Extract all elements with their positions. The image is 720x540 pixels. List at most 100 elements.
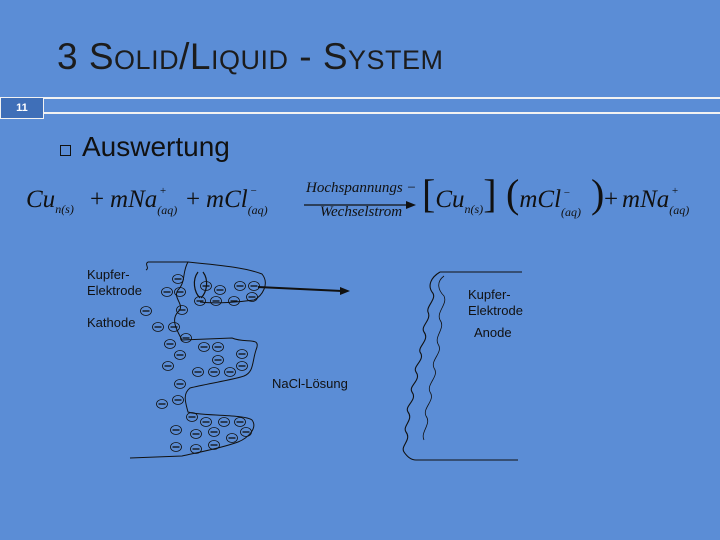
anode-label: Anode [474, 325, 512, 340]
chloride-ion-icon [156, 399, 168, 409]
label-line: Kupfer- [468, 287, 511, 302]
eq-symbol: Na [128, 186, 158, 213]
chloride-ion-icon [180, 333, 192, 343]
chloride-ion-icon [190, 429, 202, 439]
eq-plus: + [604, 186, 619, 213]
chloride-ion-icon [190, 444, 202, 454]
cathode-electrode-label: Kupfer- Elektrode [87, 267, 142, 299]
chloride-ion-icon [172, 395, 184, 405]
eq-superscript: − [249, 185, 258, 197]
chloride-ion-icon [162, 361, 174, 371]
bracket-left [193, 271, 201, 299]
eq-subscript: (aq) [561, 205, 582, 219]
product-sodium: mNa+ (aq) [622, 185, 699, 217]
eq-subscript: (aq) [669, 203, 690, 217]
chloride-ion-icon [212, 342, 224, 352]
chloride-ion-icon [224, 367, 236, 377]
chloride-ion-icon [170, 442, 182, 452]
eq-plus: + [90, 186, 105, 213]
eq-symbol: Na [640, 186, 670, 213]
chloride-ion-icon [200, 417, 212, 427]
chloride-ion-icon [164, 339, 176, 349]
chloride-ion-icon [248, 281, 260, 291]
eq-superscript: − [563, 187, 571, 199]
chloride-ion-icon [140, 306, 152, 316]
anode-electrode-label: Kupfer- Elektrode [468, 287, 523, 319]
chloride-ion-icon [208, 367, 220, 377]
chloride-ion-icon [208, 440, 220, 450]
chloride-ion-icon [234, 417, 246, 427]
reactant-chloride: mCl− (aq) [206, 185, 280, 217]
eq-symbol: Cu [26, 186, 56, 213]
reactant-sodium: mNa+ (aq) [110, 185, 189, 217]
chloride-ions [140, 274, 260, 454]
chloride-ion-icon [246, 292, 258, 302]
chloride-ion-icon [218, 417, 230, 427]
chloride-ion-icon [176, 305, 188, 315]
anode-inner-outline [422, 275, 446, 441]
product-chloride: (mCl−(aq)) [506, 171, 605, 219]
reaction-equation: Cun(s) + mNa+(aq) + mCl−(aq) Hochspannun… [26, 171, 706, 236]
chloride-ion-icon [174, 350, 186, 360]
eq-subscript: (aq) [247, 203, 268, 217]
cathode-edge [145, 261, 149, 271]
chloride-ion-icon [228, 296, 240, 306]
anode-outline [402, 271, 522, 461]
product-copper: [Cun(s)] [422, 171, 497, 216]
title-number: 3 [57, 36, 89, 77]
eq-subscript: (aq) [157, 203, 178, 217]
title-part: / [179, 36, 190, 77]
cathode-label: Kathode [87, 315, 136, 330]
chloride-ion-icon [194, 296, 206, 306]
chloride-ion-icon [234, 281, 246, 291]
chloride-ion-icon [212, 355, 224, 365]
bracket-right [200, 271, 208, 299]
label-line: Kupfer- [87, 267, 130, 282]
cathode-outline [129, 261, 258, 459]
chloride-ion-icon [236, 349, 248, 359]
page-number: 11 [0, 97, 44, 119]
section-heading: Auswertung [82, 131, 230, 162]
slide-title: 3 SOLID/LIQUID - SYSTEM [57, 36, 444, 78]
chloride-ion-icon [240, 427, 252, 437]
eq-superscript: + [671, 185, 679, 197]
eq-subscript: n(s) [464, 202, 484, 216]
chloride-ion-icon [186, 412, 198, 422]
chloride-ion-icon [192, 367, 204, 377]
chloride-ion-icon [161, 287, 173, 297]
bullet-square-icon [60, 145, 71, 156]
eq-plus: + [186, 186, 201, 213]
title-part: IQUID [210, 45, 289, 75]
eq-symbol: Cl [537, 186, 562, 213]
chloride-ion-icon [170, 425, 182, 435]
eq-coefficient: m [622, 186, 641, 213]
chloride-ion-icon [210, 296, 222, 306]
eq-coefficient: m [519, 186, 538, 213]
solution-label: NaCl-Lösung [272, 376, 348, 391]
pointer-arrow [257, 286, 343, 292]
label-line: Elektrode [468, 303, 523, 318]
chloride-ion-icon [172, 274, 184, 284]
arrow-label-top: Hochspannungs − [306, 180, 417, 196]
eq-coefficient: m [110, 186, 129, 213]
chloride-ion-icon [174, 379, 186, 389]
title-divider [44, 97, 720, 114]
title-part: OLID [114, 45, 180, 75]
eq-subscript: n(s) [55, 202, 74, 216]
eq-coefficient: m [206, 186, 225, 213]
chloride-ion-icon [168, 322, 180, 332]
chloride-ion-icon [236, 361, 248, 371]
reaction-arrow-head [406, 201, 416, 209]
chloride-ion-icon [174, 287, 186, 297]
eq-symbol: Cl [224, 186, 248, 213]
chloride-ion-icon [200, 281, 212, 291]
chloride-ion-icon [208, 427, 220, 437]
pointer-arrow-head [340, 287, 350, 295]
eq-superscript: + [159, 185, 167, 197]
title-part: YSTEM [348, 45, 444, 75]
title-part: S [322, 36, 349, 77]
chloride-ion-icon [226, 433, 238, 443]
title-part: L [189, 36, 211, 77]
chloride-ion-icon [214, 285, 226, 295]
